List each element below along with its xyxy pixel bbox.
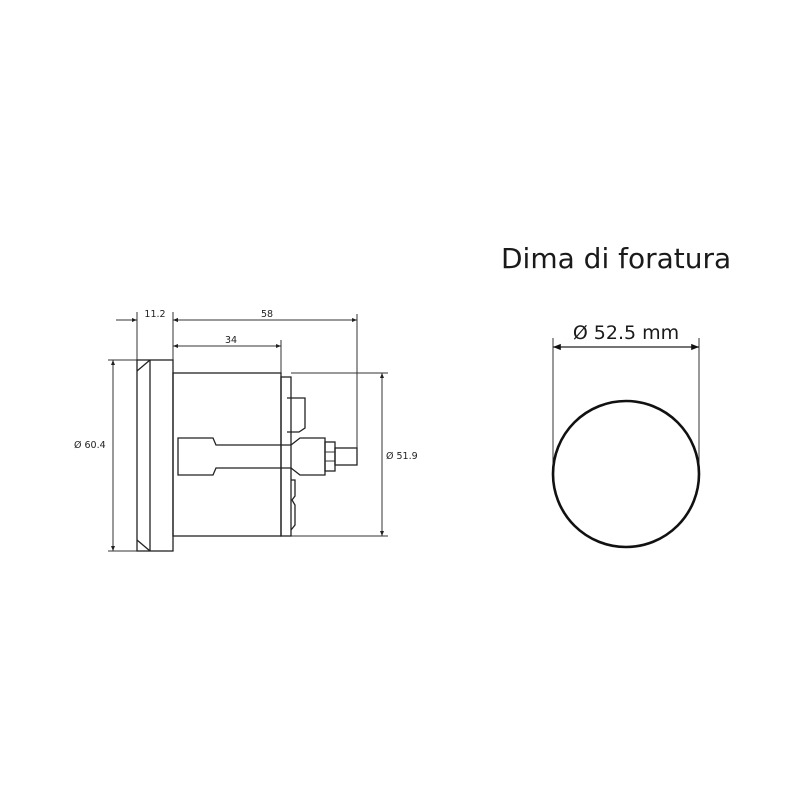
cutout-circle [551,399,701,549]
dimension-label-34: 34 [225,335,237,346]
gauge-body [172,372,292,537]
dimension-total-depth: 58 [173,309,358,458]
dimension-label-51-9: Ø 51.9 [386,451,418,462]
mounting-stud [177,437,358,476]
dimension-bezel-diameter: Ø 60.4 [74,359,137,552]
dimension-body-diameter: Ø 51.9 [291,372,418,537]
template-title: Dima di foratura [501,242,731,275]
gauge-bezel [136,359,174,552]
dimension-label-11-2: 11.2 [144,309,165,320]
gauge-side-view: 11.2 58 34 Ø 60.4 Ø 51.9 [74,309,418,552]
dimension-bezel-depth: 11.2 [116,309,195,360]
hole-diameter-label: Ø 52.5 mm [573,322,679,344]
dimension-label-60-4: Ø 60.4 [74,440,106,451]
dimension-body-depth: 34 [173,335,282,373]
drilling-template: Dima di foratura Ø 52.5 mm [501,242,731,549]
terminal-blocks [287,397,306,531]
dimension-label-58: 58 [261,309,273,320]
dimension-hole-diameter: Ø 52.5 mm [552,322,700,474]
